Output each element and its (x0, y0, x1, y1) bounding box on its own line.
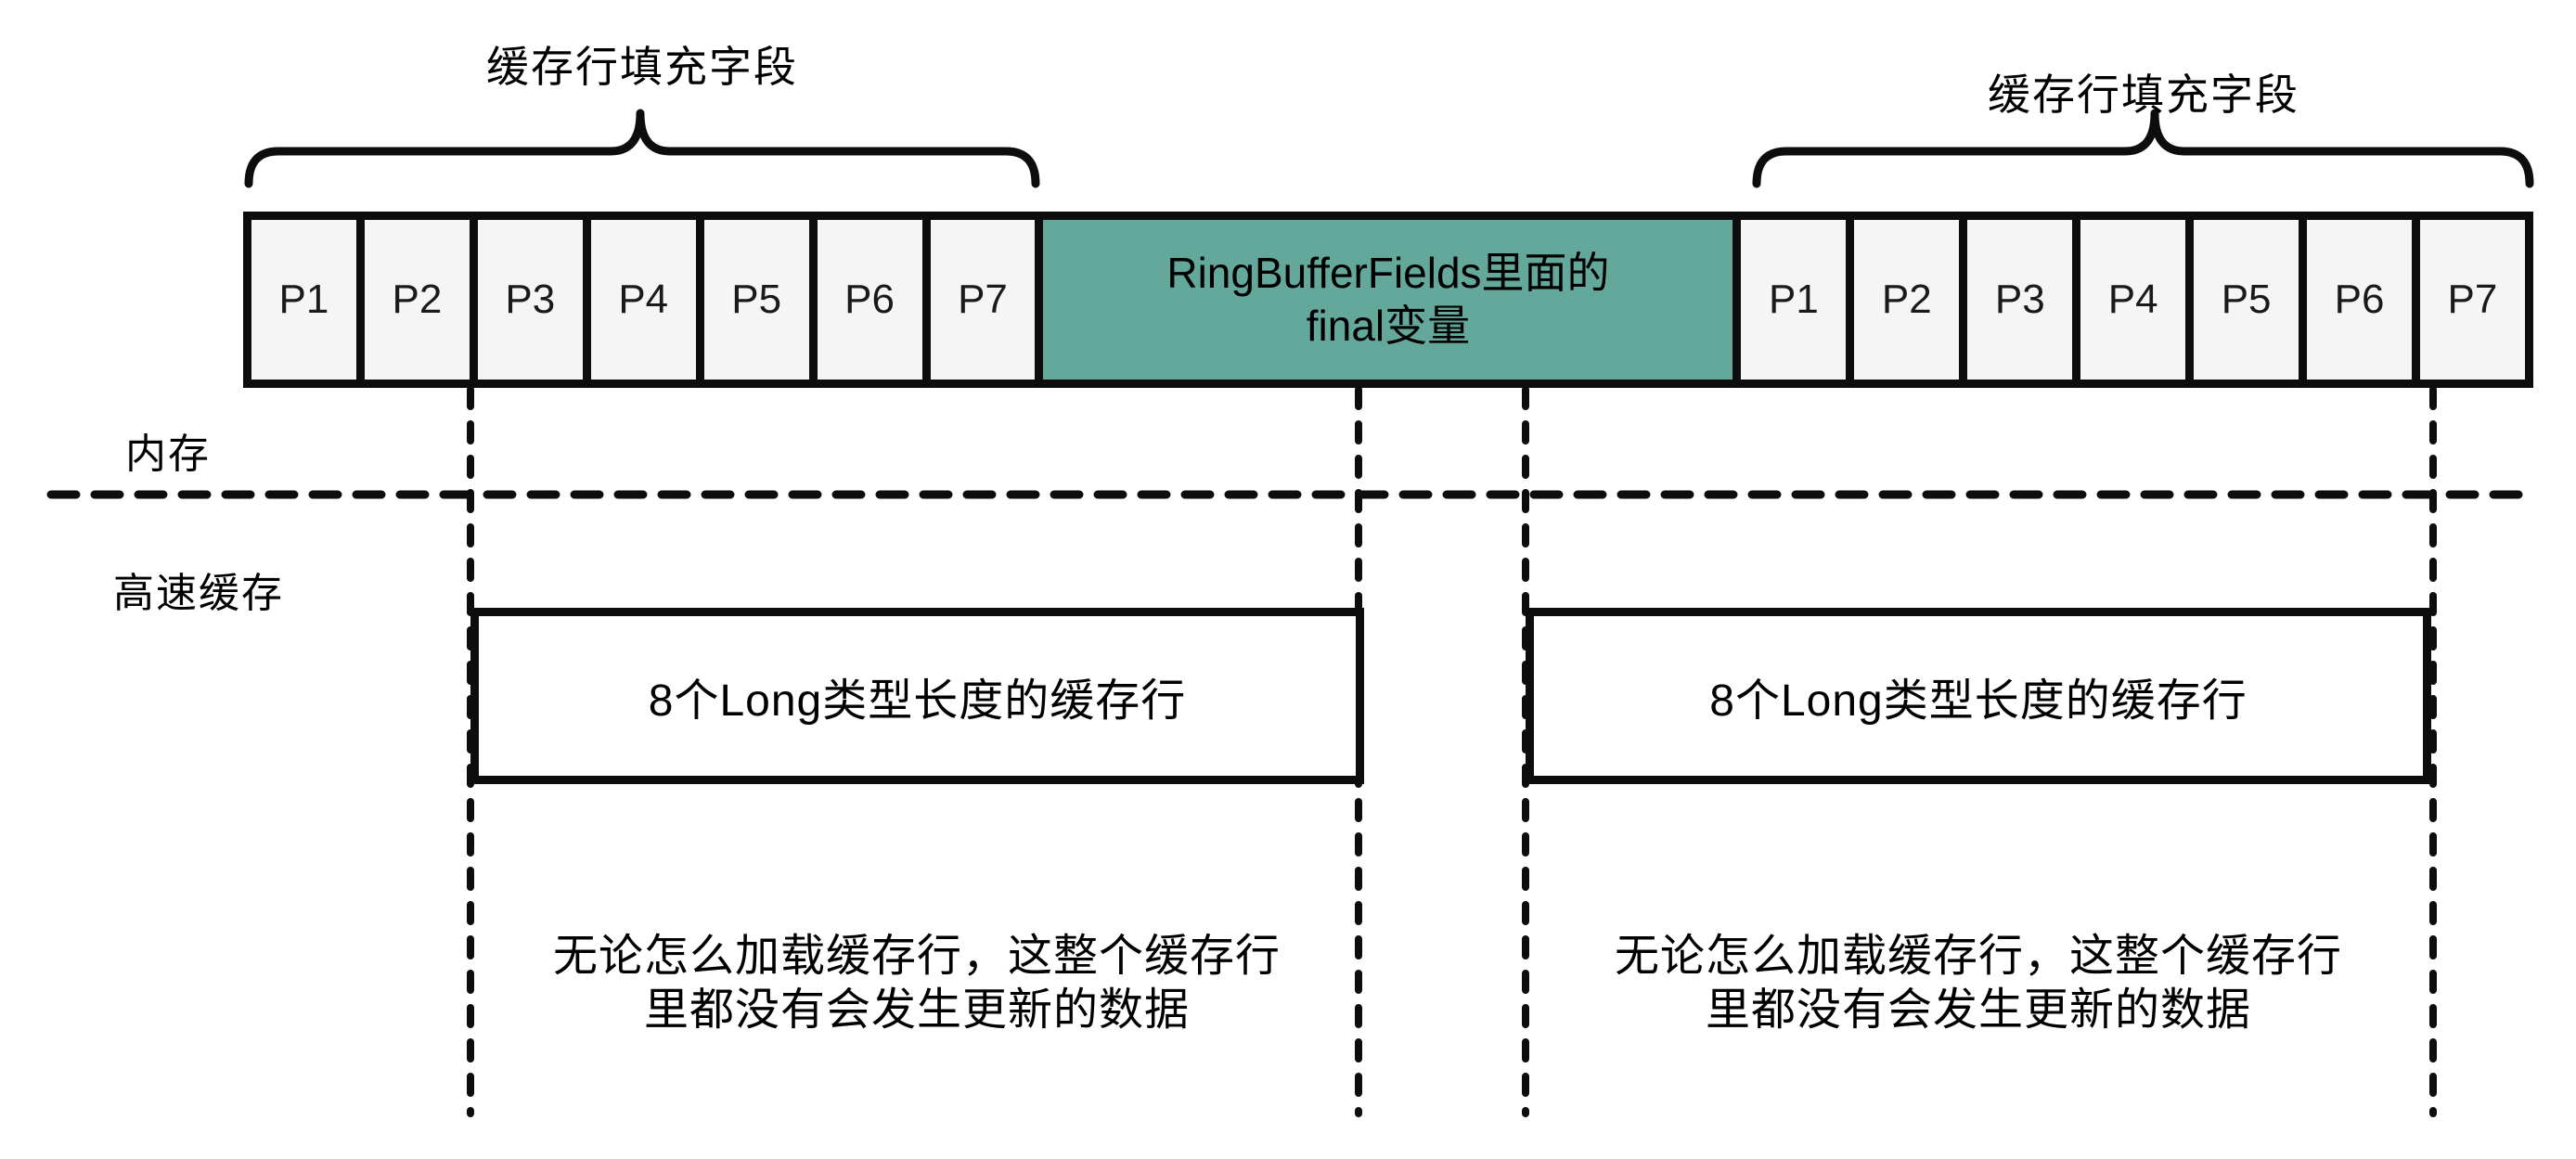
padding-cell-p7-right: P7 (2419, 220, 2525, 380)
left-brace (244, 109, 1040, 188)
note-left-line2: 里都没有会发生更新的数据 (643, 985, 1190, 1035)
cache-line-box-right: 8个Long类型长度的缓存行 (1526, 608, 2431, 784)
padding-cell-p2-left: P2 (364, 220, 478, 380)
right-brace (1752, 109, 2534, 188)
padding-cell-p5-left: P5 (703, 220, 818, 380)
right-padding-fields-label: 缓存行填充字段 (1988, 71, 2299, 119)
padding-cell-p5-right: P5 (2194, 220, 2308, 380)
padding-cell-p4-right: P4 (2080, 220, 2195, 380)
note-right: 无论怎么加载缓存行，这整个缓存行 里都没有会发生更新的数据 (1561, 930, 2396, 1037)
note-left-line1: 无论怎么加载缓存行，这整个缓存行 (552, 932, 1281, 981)
note-right-line1: 无论怎么加载缓存行，这整个缓存行 (1614, 932, 2342, 981)
cache-line-box-right-label: 8个Long类型长度的缓存行 (1709, 676, 2248, 726)
memory-row: P1 P2 P3 P4 P5 P6 P7 RingBufferFields里面的… (243, 212, 2533, 388)
padding-cell-p6-right: P6 (2307, 220, 2420, 380)
memory-section-label: 内存 (125, 431, 211, 477)
padding-cell-p4-left: P4 (590, 220, 704, 380)
ring-buffer-fields-cell: RingBufferFields里面的 final变量 (1043, 220, 1742, 380)
ring-buffer-fields-cell-line2: final变量 (1306, 302, 1471, 350)
cache-line-box-left-label: 8个Long类型长度的缓存行 (648, 676, 1187, 726)
cache-line-box-left: 8个Long类型长度的缓存行 (470, 608, 1364, 784)
cpu-cache-section-label: 高速缓存 (113, 571, 284, 616)
padding-cell-p7-left: P7 (930, 220, 1044, 380)
padding-cell-p3-left: P3 (477, 220, 591, 380)
padding-cell-p2-right: P2 (1854, 220, 1968, 380)
note-right-line2: 里都没有会发生更新的数据 (1705, 985, 2251, 1035)
ring-buffer-fields-cell-line1: RingBufferFields里面的 (1166, 249, 1610, 297)
left-padding-fields-label: 缓存行填充字段 (486, 43, 798, 91)
padding-cell-p1-left: P1 (251, 220, 365, 380)
note-left: 无论怎么加载缓存行，这整个缓存行 里都没有会发生更新的数据 (499, 930, 1334, 1037)
padding-cell-p6-left: P6 (817, 220, 931, 380)
padding-cell-p1-right: P1 (1741, 220, 1855, 380)
padding-cell-p3-right: P3 (1967, 220, 2081, 380)
